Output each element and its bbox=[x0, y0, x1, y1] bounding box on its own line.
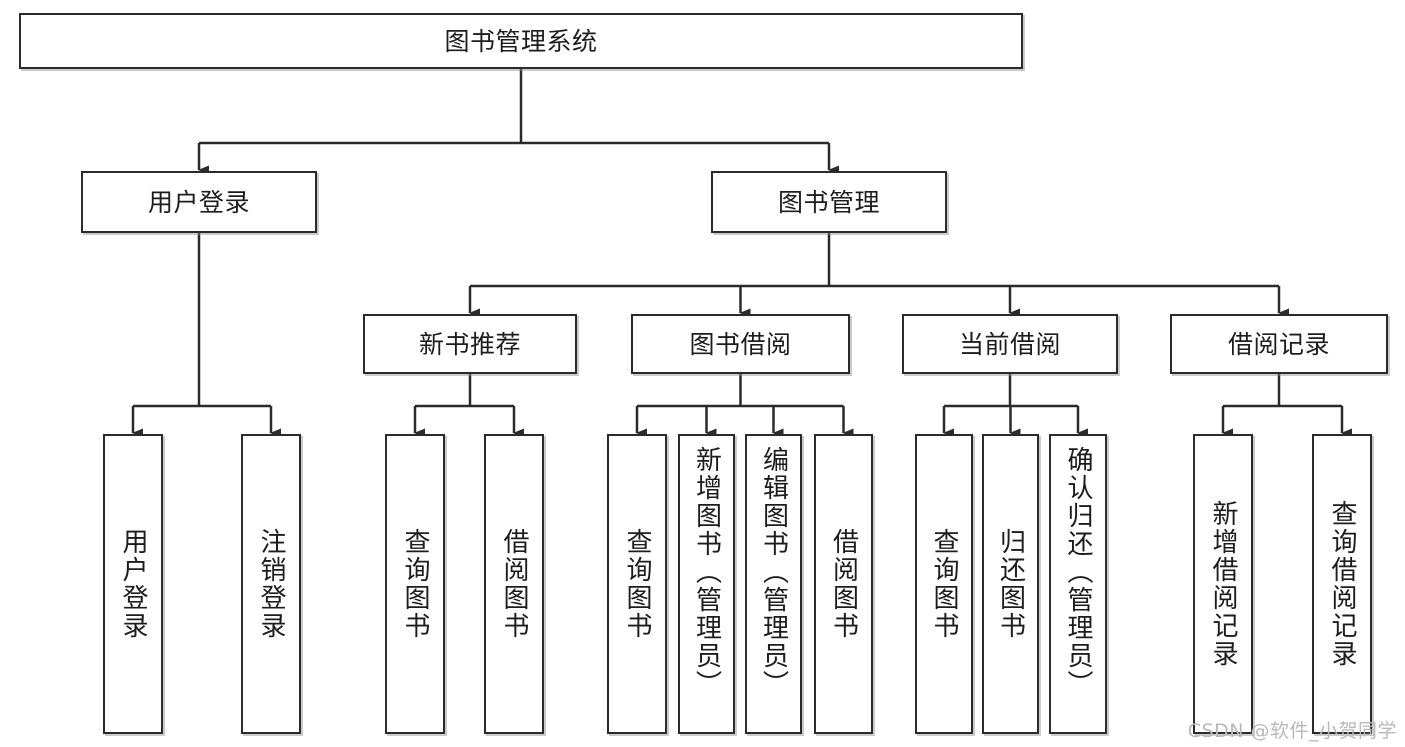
node-leaf-edit-book[interactable]: 编辑图书（管理员） bbox=[745, 434, 802, 734]
node-label: 确认归还（管理员） bbox=[1063, 446, 1093, 698]
node-leaf-borrow-book-1[interactable]: 借阅图书 bbox=[484, 434, 544, 734]
watermark: CSDN @软件_小贺同学 bbox=[1187, 720, 1397, 742]
node-label: 查询图书 bbox=[400, 528, 430, 640]
node-label: 编辑图书（管理员） bbox=[758, 446, 789, 698]
node-label: 图书借阅 bbox=[689, 329, 792, 359]
node-label: 新书推荐 bbox=[418, 329, 521, 359]
node-label: 用户登录 bbox=[147, 187, 250, 217]
node-root[interactable]: 图书管理系统 bbox=[19, 13, 1023, 69]
node-label: 用户登录 bbox=[118, 528, 148, 640]
node-label: 图书管理 bbox=[777, 187, 880, 217]
node-label: 注销登录 bbox=[256, 528, 286, 640]
node-leaf-query-book-1[interactable]: 查询图书 bbox=[385, 434, 445, 734]
node-label: 查询借阅记录 bbox=[1327, 500, 1357, 668]
node-label: 借阅图书 bbox=[828, 528, 859, 640]
node-leaf-query-record[interactable]: 查询借阅记录 bbox=[1312, 434, 1372, 734]
node-label: 当前借阅 bbox=[958, 329, 1061, 359]
node-leaf-add-book[interactable]: 新增图书（管理员） bbox=[678, 434, 735, 734]
node-leaf-query-book-3[interactable]: 查询图书 bbox=[915, 434, 973, 734]
node-new-book-rec[interactable]: 新书推荐 bbox=[363, 314, 577, 374]
node-current-borrow[interactable]: 当前借阅 bbox=[902, 314, 1118, 374]
node-leaf-confirm-return[interactable]: 确认归还（管理员） bbox=[1049, 434, 1107, 734]
node-label: 查询图书 bbox=[929, 528, 959, 640]
node-label: 借阅记录 bbox=[1227, 329, 1330, 359]
node-label: 图书管理系统 bbox=[444, 26, 598, 56]
node-label: 归还图书 bbox=[995, 528, 1026, 640]
node-leaf-return-book[interactable]: 归还图书 bbox=[982, 434, 1039, 734]
node-leaf-query-book-2[interactable]: 查询图书 bbox=[607, 434, 667, 734]
node-label: 查询图书 bbox=[622, 528, 652, 640]
node-label: 借阅图书 bbox=[499, 528, 529, 640]
node-user-login[interactable]: 用户登录 bbox=[81, 171, 317, 233]
node-leaf-borrow-book-2[interactable]: 借阅图书 bbox=[814, 434, 873, 734]
node-book-borrow[interactable]: 图书借阅 bbox=[631, 314, 850, 374]
node-book-manage[interactable]: 图书管理 bbox=[711, 171, 947, 233]
node-leaf-add-record[interactable]: 新增借阅记录 bbox=[1193, 434, 1253, 734]
node-label: 新增借阅记录 bbox=[1208, 500, 1238, 668]
node-borrow-record[interactable]: 借阅记录 bbox=[1170, 314, 1388, 374]
node-label: 新增图书（管理员） bbox=[691, 446, 722, 698]
node-leaf-user-login[interactable]: 用户登录 bbox=[103, 434, 163, 734]
node-leaf-logout[interactable]: 注销登录 bbox=[241, 434, 301, 734]
